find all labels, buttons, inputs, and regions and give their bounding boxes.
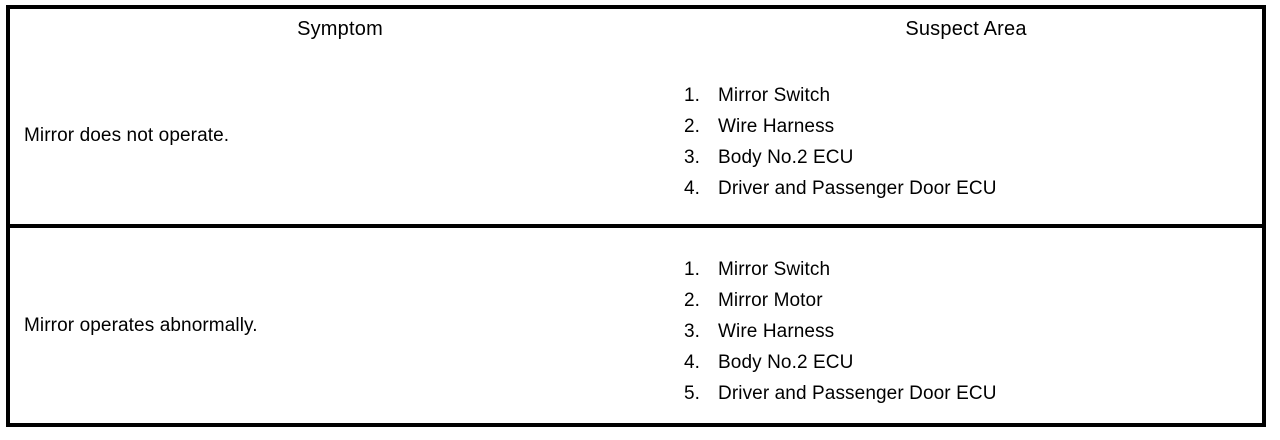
symptom-suspect-area-table: Symptom Suspect Area Mirror does not ope… bbox=[6, 5, 1266, 427]
list-item-number: 5. bbox=[684, 383, 701, 404]
list-item-label: Mirror Motor bbox=[718, 290, 823, 311]
list-item-label: Wire Harness bbox=[718, 116, 835, 137]
list-item-label: Driver and Passenger Door ECU bbox=[718, 178, 997, 199]
list-item-number: 3. bbox=[684, 147, 701, 168]
list-item-number: 3. bbox=[684, 321, 701, 342]
symptom-text: Mirror does not operate. bbox=[24, 125, 230, 146]
list-item: 3. Body No.2 ECU bbox=[684, 142, 1262, 173]
list-item: 1. Mirror Switch bbox=[684, 254, 1262, 285]
suspect-area-list: 1. Mirror Switch 2. Wire Harness 3. Body No… bbox=[670, 68, 1262, 204]
suspect-area-cell: 1. Mirror Switch 2. Mirror Motor 3. Wire Ha… bbox=[670, 226, 1264, 425]
list-item-label: Mirror Switch bbox=[718, 85, 831, 106]
column-header-suspect-area: Suspect Area bbox=[670, 7, 1264, 48]
list-item: 5. Driver and Passenger Door ECU bbox=[684, 378, 1262, 409]
list-item-number: 4. bbox=[684, 178, 701, 199]
list-item-number: 1. bbox=[684, 259, 701, 280]
list-item-label: Mirror Switch bbox=[718, 259, 831, 280]
table-row: Mirror operates abnormally. 1. Mirror Swi… bbox=[8, 226, 1264, 425]
list-item-number: 2. bbox=[684, 116, 701, 137]
list-item-label: Wire Harness bbox=[718, 321, 835, 342]
list-item: 3. Wire Harness bbox=[684, 316, 1262, 347]
column-header-suspect-area-label: Suspect Area bbox=[905, 17, 1027, 40]
table-header: Symptom Suspect Area bbox=[8, 7, 1264, 48]
table-body: Mirror does not operate. 1. Mirror Switch… bbox=[8, 48, 1264, 425]
list-item: 2. Mirror Motor bbox=[684, 285, 1262, 316]
list-item: 1. Mirror Switch bbox=[684, 80, 1262, 111]
diagnostic-troubleshooting-table: Symptom Suspect Area Mirror does not ope… bbox=[6, 5, 1266, 427]
symptom-cell: Mirror does not operate. bbox=[8, 48, 670, 228]
table-row: Mirror does not operate. 1. Mirror Switch… bbox=[8, 48, 1264, 228]
list-item-number: 2. bbox=[684, 290, 701, 311]
symptom-cell: Mirror operates abnormally. bbox=[8, 226, 670, 425]
table-header-row: Symptom Suspect Area bbox=[8, 7, 1264, 48]
symptom-text: Mirror operates abnormally. bbox=[24, 314, 258, 336]
list-item: 4. Body No.2 ECU bbox=[684, 347, 1262, 378]
list-item-number: 1. bbox=[684, 85, 701, 106]
column-header-symptom-label: Symptom bbox=[297, 17, 383, 40]
list-item-label: Body No.2 ECU bbox=[718, 147, 854, 168]
suspect-area-cell: 1. Mirror Switch 2. Wire Harness 3. Body No… bbox=[670, 48, 1264, 228]
list-item: 4. Driver and Passenger Door ECU bbox=[684, 173, 1262, 204]
list-item-label: Body No.2 ECU bbox=[718, 352, 854, 373]
list-item-label: Driver and Passenger Door ECU bbox=[718, 383, 997, 404]
column-header-symptom: Symptom bbox=[8, 7, 670, 48]
list-item: 2. Wire Harness bbox=[684, 111, 1262, 142]
suspect-area-list: 1. Mirror Switch 2. Mirror Motor 3. Wire Ha… bbox=[670, 242, 1262, 409]
list-item-number: 4. bbox=[684, 352, 701, 373]
